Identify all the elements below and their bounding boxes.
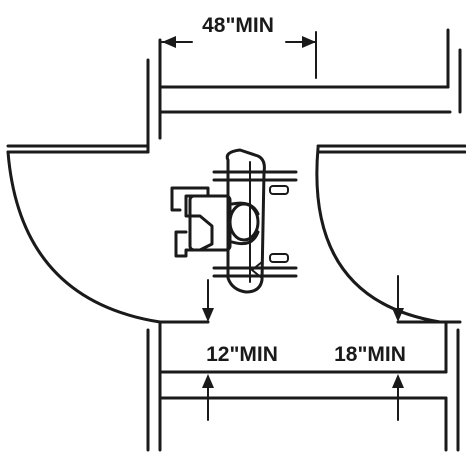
right-door-swing-arc (315, 146, 442, 324)
user-shoulders (230, 201, 260, 246)
dimension-18-min: 18"MIN (334, 275, 406, 421)
dimension-48-right-arrow (302, 36, 316, 48)
wheelchair-upper-caster (269, 185, 289, 195)
right-door (315, 144, 466, 324)
dimension-12-label: 12"MIN (206, 343, 278, 366)
wheelchair-lower-caster (269, 253, 289, 263)
wheelchair-user-icon (170, 148, 298, 294)
dimension-18-down-arrow (392, 308, 404, 322)
wheelchair-brake (251, 261, 263, 279)
dimension-48-min: 48"MIN (161, 14, 317, 79)
bottom-corridor-walls (146, 320, 460, 452)
left-door (6, 136, 210, 324)
dimension-18-up-arrow (392, 374, 404, 388)
dimension-48-label: 48"MIN (202, 14, 274, 37)
dimension-12-min: 12"MIN (202, 279, 278, 421)
dimension-18-label: 18"MIN (334, 343, 406, 366)
dimension-12-down-arrow (202, 308, 214, 322)
wheelchair-right-wheel (225, 148, 266, 294)
left-door-swing-arc (6, 150, 162, 324)
dimension-12-up-arrow (202, 374, 214, 388)
dimension-48-left-arrow (162, 36, 176, 48)
top-corridor-walls (146, 28, 462, 140)
